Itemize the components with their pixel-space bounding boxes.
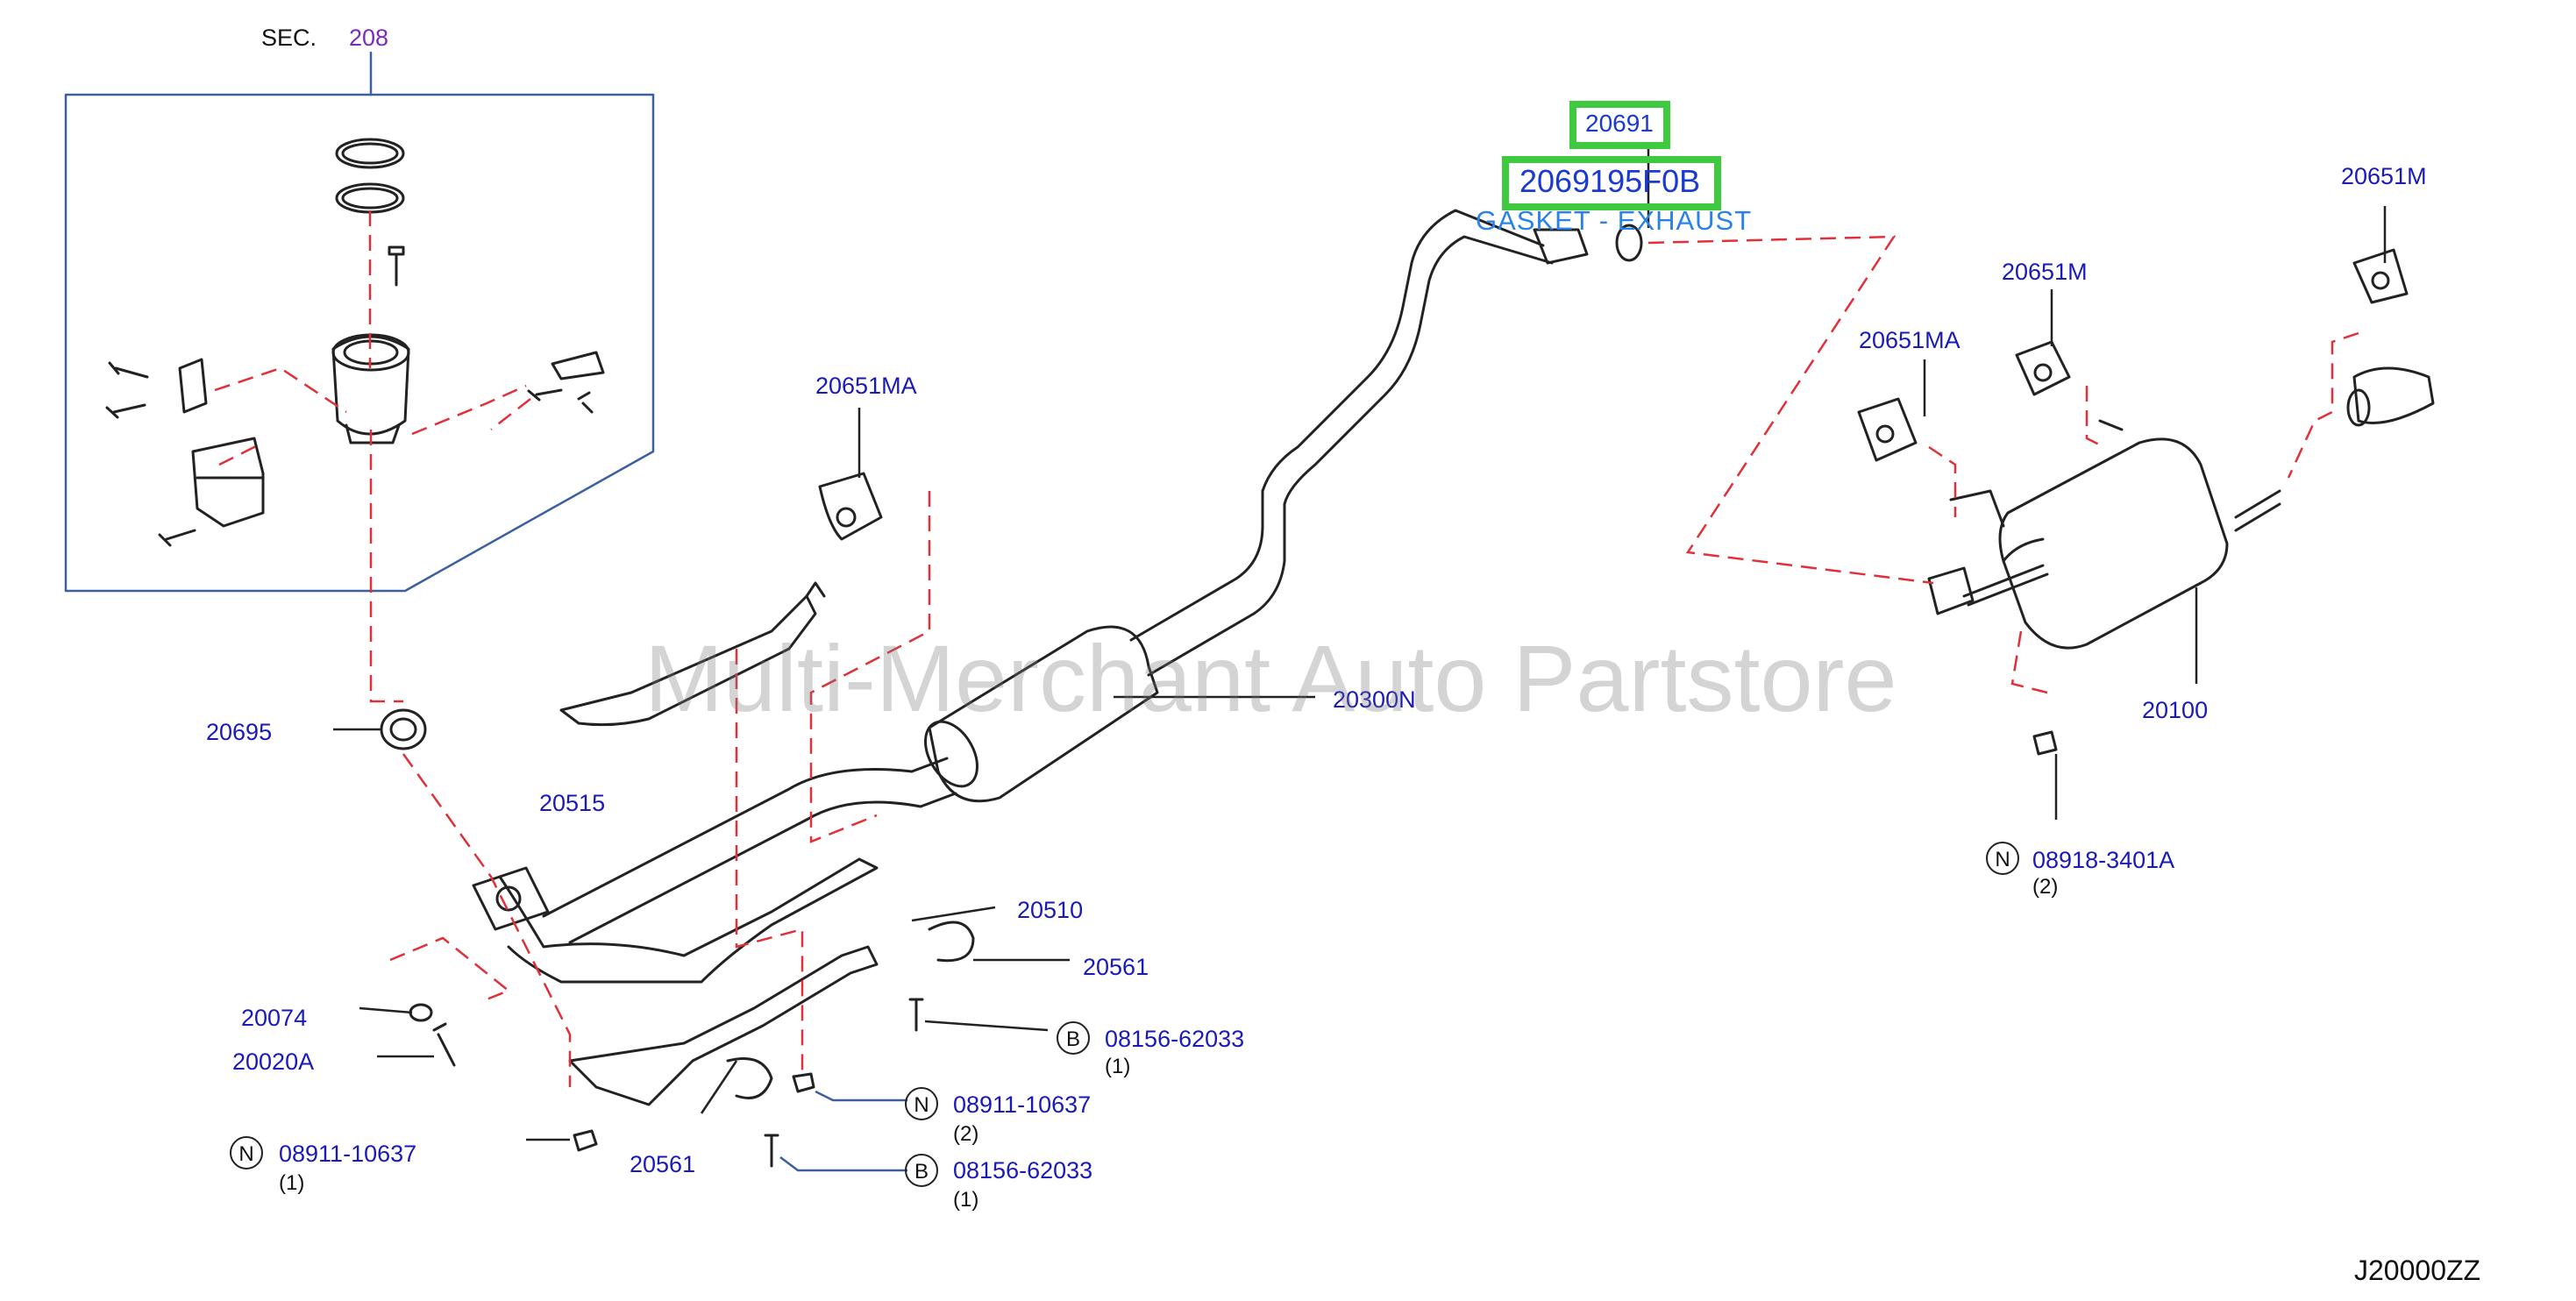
nut-icon [2032, 730, 2058, 756]
tail-pipe-front-icon [1129, 209, 1554, 677]
callout-n-right-part[interactable]: 08918-3401A [2032, 847, 2175, 873]
gasket-icon [1615, 224, 1643, 262]
label-20020A[interactable]: 20020A [232, 1049, 315, 1075]
rubber-mount-icon [818, 472, 883, 541]
pipe-20510-icon [568, 945, 879, 1106]
callout-b-lower-circle: B [905, 1154, 938, 1187]
center-pipe-icon [542, 757, 957, 944]
label-20651M-mid[interactable]: 20651M [2002, 259, 2088, 285]
center-muffler-icon [928, 625, 1159, 803]
highlight-part-number[interactable]: 20691 [1585, 110, 1654, 137]
section-box [64, 93, 655, 593]
heat-shield-icon [191, 437, 265, 528]
callout-b-upper-circle: B [1057, 1021, 1090, 1055]
label-20695[interactable]: 20695 [206, 719, 273, 745]
bolt-icon [908, 998, 924, 1032]
callout-b-upper-part[interactable]: 08156-62033 [1105, 1026, 1245, 1052]
clamp-icon [928, 921, 975, 963]
bushing-icon [380, 708, 427, 750]
clamp-icon [726, 1057, 773, 1099]
label-20561-upper[interactable]: 20561 [1083, 954, 1149, 980]
section-prefix: SEC. [261, 25, 317, 51]
highlight-oem-number[interactable]: 2069195F0B [1519, 163, 1701, 199]
highlight-part-box [1569, 101, 1670, 149]
label-20300N[interactable]: 20300N [1333, 686, 1416, 713]
pipe-20515-icon [559, 594, 817, 727]
bolt-icon [527, 388, 563, 402]
label-20515[interactable]: 20515 [539, 790, 606, 816]
bolt-icon [432, 1022, 456, 1067]
nut-icon [573, 1129, 598, 1152]
tail-finisher-icon [2352, 366, 2435, 424]
callout-b-upper-qty: (1) [1105, 1055, 1131, 1078]
nut-icon [792, 1072, 815, 1093]
callout-n-mid-circle: N [905, 1087, 938, 1120]
label-20651MA-right[interactable]: 20651MA [1859, 327, 1960, 353]
bolt-icon [577, 391, 594, 414]
bolt-icon [764, 1134, 779, 1168]
callout-b-lower-part[interactable]: 08156-62033 [953, 1157, 1093, 1184]
flange-icon [472, 866, 550, 931]
callout-b-lower-qty: (1) [953, 1188, 979, 1212]
rubber-mount-icon [2015, 340, 2071, 396]
bolt-icon [105, 403, 146, 419]
bracket-icon [178, 358, 208, 414]
washer-icon [409, 1003, 433, 1022]
bolt-icon [388, 245, 405, 287]
rear-muffler-icon [1998, 437, 2229, 650]
bolt-icon [158, 529, 196, 547]
callout-n-right-circle: N [1986, 842, 2019, 875]
callout-n-left-circle: N [230, 1136, 263, 1169]
diagram-code: J20000ZZ [2354, 1255, 2481, 1286]
callout-n-left-part[interactable]: 08911-10637 [279, 1141, 417, 1167]
highlight-oem-box [1502, 156, 1721, 210]
callout-n-mid-qty: (2) [953, 1122, 979, 1146]
bolt-icon [108, 361, 149, 379]
front-pipe-icon [498, 857, 879, 984]
label-20651MA-left[interactable]: 20651MA [815, 373, 917, 399]
tail-pipe-icon [2234, 489, 2281, 532]
callout-n-right-qty: (2) [2032, 875, 2059, 899]
bracket-icon [551, 351, 605, 380]
label-20100[interactable]: 20100 [2142, 697, 2209, 723]
callout-n-left-qty: (1) [279, 1171, 305, 1195]
catalytic-converter-icon [331, 335, 410, 436]
label-20074[interactable]: 20074 [241, 1005, 308, 1031]
label-20510[interactable]: 20510 [1017, 897, 1084, 923]
callout-n-mid-part[interactable]: 08911-10637 [953, 1091, 1092, 1118]
label-20651M-right[interactable]: 20651M [2341, 163, 2427, 189]
rubber-mount-icon [2352, 248, 2409, 304]
rear-flange-icon [1927, 566, 1975, 615]
highlight-description: GASKET - EXHAUST [1476, 205, 1753, 236]
gasket-ring-icon [335, 138, 405, 169]
section-link[interactable]: 208 [349, 25, 389, 51]
label-20561-lower[interactable]: 20561 [630, 1151, 696, 1177]
rubber-mount-icon [1857, 397, 1918, 462]
